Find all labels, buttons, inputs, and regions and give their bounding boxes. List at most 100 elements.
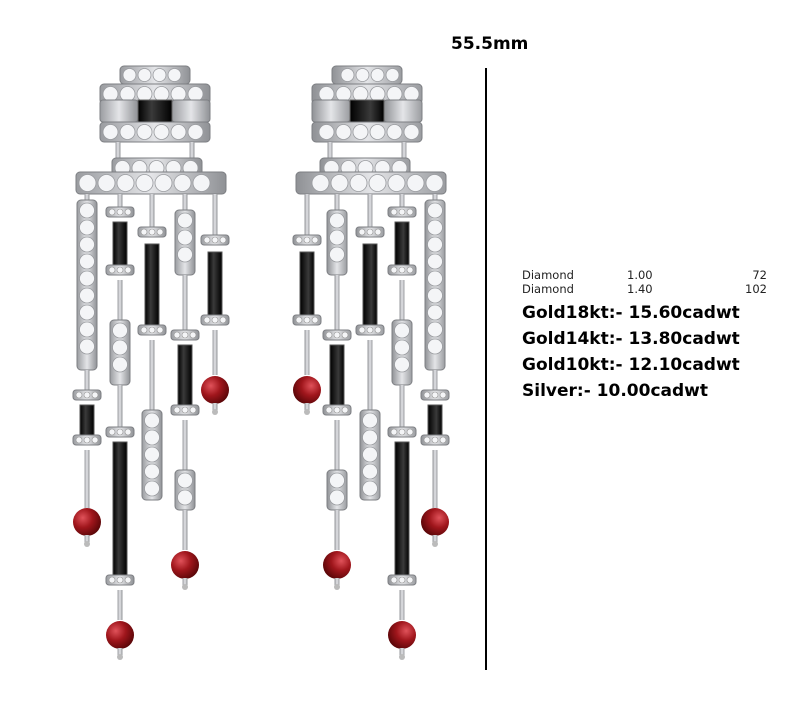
diamond [136, 86, 153, 102]
diamond [366, 326, 374, 334]
metal-weight-silver: Silver:- 10.00cadwt [522, 381, 708, 401]
diamond [79, 219, 95, 236]
diamond [170, 86, 187, 102]
diamond [170, 124, 187, 140]
diamond [108, 266, 116, 274]
diamond [394, 339, 410, 356]
earring-right [292, 65, 450, 660]
diamond [83, 391, 91, 399]
diamond [177, 246, 193, 263]
diamond [116, 266, 124, 274]
diamond [211, 236, 219, 244]
diamond [325, 331, 333, 339]
diamond [352, 86, 369, 102]
diamond [116, 208, 124, 216]
specs-panel: Diamond 1.00 72 Diamond 1.40 102 Gold18k… [522, 268, 772, 404]
wire [367, 194, 373, 232]
diamond [394, 322, 410, 339]
dangle-strand [200, 194, 230, 415]
dangle-strand [137, 194, 167, 501]
diamond [108, 208, 116, 216]
end-cap [182, 584, 188, 590]
diamond [427, 202, 443, 219]
diamond [119, 124, 136, 140]
diamond [136, 124, 153, 140]
diamond [83, 436, 91, 444]
diamond [325, 406, 333, 414]
diamond [362, 480, 378, 497]
wire [182, 275, 188, 335]
diamond [349, 174, 368, 192]
diamond [398, 576, 406, 584]
diamond [427, 236, 443, 253]
diamond [369, 124, 386, 140]
diamond [423, 391, 431, 399]
diamond [97, 174, 116, 192]
diamond [333, 406, 341, 414]
ruby-bead [106, 621, 134, 649]
wire [117, 648, 123, 657]
diamond [122, 68, 137, 82]
diamond [177, 212, 193, 229]
diamond [79, 202, 95, 219]
wire [212, 330, 218, 375]
dangle-strand [105, 194, 135, 660]
diamond [406, 428, 414, 436]
ruby-bead [323, 551, 351, 579]
diamond [362, 429, 378, 446]
diamond [148, 228, 156, 236]
diamond [386, 124, 403, 140]
diamond [173, 174, 192, 192]
diamond [369, 86, 386, 102]
diamond [108, 576, 116, 584]
stone-size: 1.40 [627, 282, 653, 296]
diamond [91, 391, 99, 399]
dangle-strand [170, 194, 200, 590]
diamond [303, 316, 311, 324]
onyx-baguette [349, 99, 385, 123]
diamond [370, 68, 385, 82]
wire [334, 275, 340, 335]
diamond [425, 174, 444, 192]
diamond [102, 86, 119, 102]
diamond [79, 287, 95, 304]
diamond [189, 406, 197, 414]
diamond [341, 406, 349, 414]
wire [304, 330, 310, 375]
end-cap [432, 541, 438, 547]
diamond [116, 576, 124, 584]
onyx-rod [112, 441, 128, 581]
diamond [329, 489, 345, 506]
diamond [153, 124, 170, 140]
diamond [154, 174, 173, 192]
diamond [177, 472, 193, 489]
wire [117, 280, 123, 320]
diamond [329, 212, 345, 229]
diamond [181, 406, 189, 414]
wire [327, 142, 333, 160]
onyx-rod [207, 251, 223, 321]
diamond [79, 270, 95, 287]
diamond [311, 174, 330, 192]
dimension-line [485, 68, 487, 670]
diamond [167, 68, 182, 82]
wire [367, 340, 373, 410]
wire [117, 194, 123, 212]
diamond [78, 174, 97, 192]
diamond [427, 338, 443, 355]
diamond [173, 331, 181, 339]
diamond [439, 436, 447, 444]
diamond [362, 446, 378, 463]
diamond [358, 228, 366, 236]
diamond [144, 480, 160, 497]
ruby-bead [388, 621, 416, 649]
diamond [355, 68, 370, 82]
diamond [187, 86, 204, 102]
onyx-rod [177, 344, 193, 411]
diamond [406, 576, 414, 584]
diamond [329, 472, 345, 489]
diamond [390, 208, 398, 216]
end-cap [117, 654, 123, 660]
end-cap [84, 541, 90, 547]
